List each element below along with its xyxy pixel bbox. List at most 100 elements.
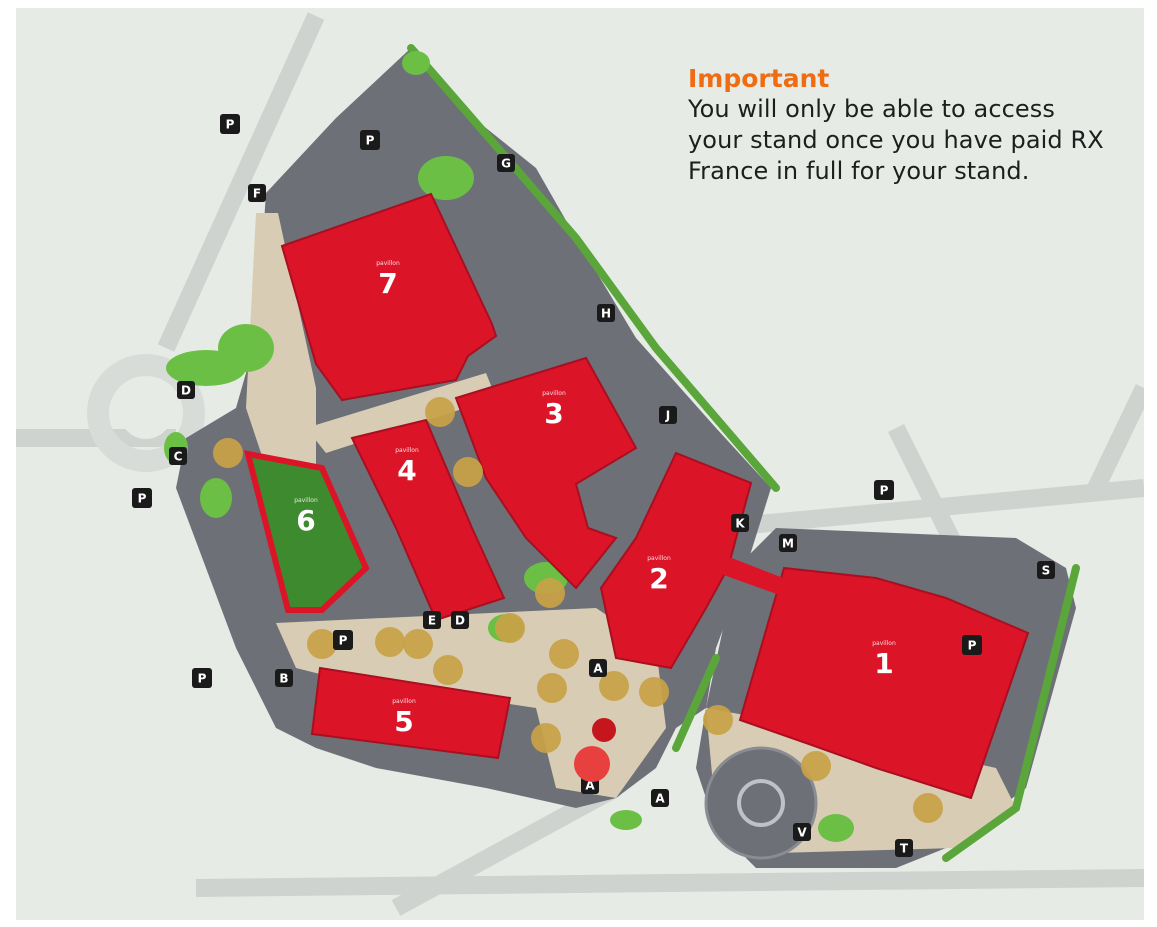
meeting-point-dot xyxy=(913,793,943,823)
notice-body: You will only be able to access your sta… xyxy=(688,95,1104,185)
meeting-point-dot xyxy=(531,723,561,753)
gate-a-marker[interactable]: A xyxy=(651,789,669,807)
info-point-small xyxy=(592,718,616,742)
hall-1-caption: pavillon xyxy=(872,640,896,647)
hall-2-number: 2 xyxy=(649,562,668,595)
gate-label: A xyxy=(593,662,603,676)
hall-1-number: 1 xyxy=(874,647,893,680)
hall-buildings xyxy=(243,192,1030,800)
meeting-point-dot xyxy=(433,655,463,685)
gate-g-marker[interactable]: G xyxy=(497,154,515,172)
hall-6-building[interactable] xyxy=(243,450,370,613)
parking-label: P xyxy=(198,672,207,686)
gate-e-marker[interactable]: E xyxy=(423,611,441,629)
parking-label: P xyxy=(880,484,889,498)
gate-label: T xyxy=(900,842,909,856)
gate-m-marker[interactable]: M xyxy=(779,534,797,552)
gate-label: C xyxy=(174,450,183,464)
hall-4-building[interactable] xyxy=(350,418,506,622)
meeting-points xyxy=(213,397,943,823)
parking-label: P xyxy=(366,134,375,148)
plaza-path xyxy=(246,213,316,468)
meeting-point-dot xyxy=(307,629,337,659)
meeting-point-dot xyxy=(599,671,629,701)
gate-label: D xyxy=(455,614,465,628)
surrounding-roads xyxy=(16,12,1144,916)
roundabout-left xyxy=(87,354,205,472)
parking-label: P xyxy=(138,492,147,506)
hall-labels: pavillon1pavillon2pavillon3pavillon4pavi… xyxy=(294,260,896,738)
gate-label: A xyxy=(655,792,665,806)
parking-label: P xyxy=(968,639,977,653)
gate-label: D xyxy=(181,384,191,398)
meeting-point-dot xyxy=(639,677,669,707)
hall-1-building[interactable] xyxy=(738,566,1030,800)
meeting-point-dot xyxy=(703,705,733,735)
meeting-point-dot xyxy=(537,673,567,703)
meeting-point-dot xyxy=(375,627,405,657)
meeting-point-dot xyxy=(213,438,243,468)
gate-j-marker[interactable]: J xyxy=(659,406,677,424)
gate-s-marker[interactable]: S xyxy=(1037,561,1055,579)
gate-label: A xyxy=(585,779,595,793)
fountain-center xyxy=(737,779,785,827)
gate-t-marker[interactable]: T xyxy=(895,839,913,857)
fountain-roundabout xyxy=(704,746,818,860)
gate-label: B xyxy=(279,672,288,686)
gate-d-marker[interactable]: D xyxy=(177,381,195,399)
parking-marker[interactable]: P xyxy=(333,630,353,650)
parking-marker[interactable]: P xyxy=(192,668,212,688)
parking-marker[interactable]: P xyxy=(874,480,894,500)
gate-label: M xyxy=(782,537,794,551)
green-hedges xyxy=(407,44,1080,862)
hall-7-number: 7 xyxy=(378,267,397,300)
plaza-path-central xyxy=(306,373,496,453)
meeting-point-dot xyxy=(535,578,565,608)
gate-f-marker[interactable]: F xyxy=(248,184,266,202)
gate-v-marker[interactable]: V xyxy=(793,823,811,841)
gate-d-marker[interactable]: D xyxy=(451,611,469,629)
hall-4-number: 4 xyxy=(397,454,416,487)
meeting-point-dot xyxy=(403,629,433,659)
hall-4-caption: pavillon xyxy=(395,447,419,454)
meeting-point-dot xyxy=(801,751,831,781)
hall-3-caption: pavillon xyxy=(542,390,566,397)
hall-2-building[interactable] xyxy=(599,451,753,670)
gate-label: J xyxy=(665,409,670,423)
gate-label: V xyxy=(797,826,807,840)
hall-5-building[interactable] xyxy=(310,666,512,760)
important-notice: Important You will only be able to acces… xyxy=(688,64,1108,187)
gate-h-marker[interactable]: H xyxy=(597,304,615,322)
parking-marker[interactable]: P xyxy=(132,488,152,508)
hall-5-caption: pavillon xyxy=(392,698,416,705)
hall-2-caption: pavillon xyxy=(647,555,671,562)
parking-label: P xyxy=(339,634,348,648)
gate-label: K xyxy=(735,517,745,531)
gate-label: E xyxy=(428,614,436,628)
parking-markers: P P P P P P P xyxy=(132,114,982,688)
gate-markers: A A A B C D D E F G H J K M S T V xyxy=(169,154,1055,857)
gate-label: H xyxy=(601,307,611,321)
hall-6-number: 6 xyxy=(296,504,315,537)
hall-3-building[interactable] xyxy=(454,356,638,590)
meeting-point-dot xyxy=(453,457,483,487)
gate-k-marker[interactable]: K xyxy=(731,514,749,532)
parking-marker[interactable]: P xyxy=(220,114,240,134)
hall-3-number: 3 xyxy=(544,397,563,430)
parking-marker[interactable]: P xyxy=(962,635,982,655)
meeting-point-dot xyxy=(425,397,455,427)
hall-6-caption: pavillon xyxy=(294,497,318,504)
site-plan: pavillon1pavillon2pavillon3pavillon4pavi… xyxy=(16,12,1144,916)
hall-7-building[interactable] xyxy=(280,192,498,402)
gate-b-marker[interactable]: B xyxy=(275,669,293,687)
gate-a-marker[interactable]: A xyxy=(589,659,607,677)
gate-c-marker[interactable]: C xyxy=(169,447,187,465)
gate-label: F xyxy=(253,187,261,201)
hall-connector xyxy=(704,548,796,598)
parking-marker[interactable]: P xyxy=(360,130,380,150)
meeting-point-dot xyxy=(495,613,525,643)
info-point-marker xyxy=(574,746,610,782)
hall-5-number: 5 xyxy=(394,705,413,738)
